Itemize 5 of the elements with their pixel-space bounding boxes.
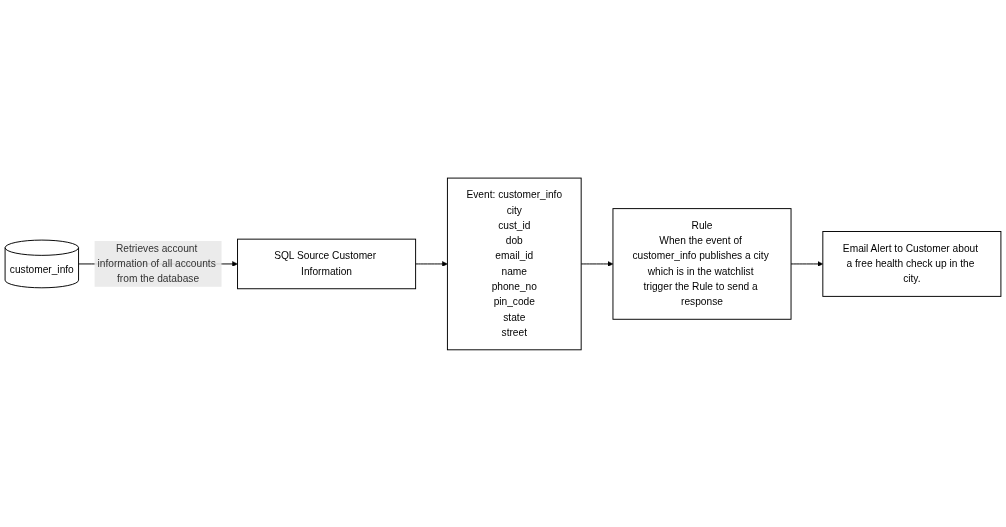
node-box: Rule When the event of customer_info publishes a city which is in the watchlist trigger the Rule to send a response	[612, 207, 792, 320]
edge-label: Retrieves account information of all accounts from the database	[97, 242, 216, 284]
node-box: Email Alert to Customer about a free health check up in the city.	[822, 230, 1002, 297]
node-box: SQL Source Customer Information	[237, 238, 417, 289]
node-box: Event: customer_info city cust_id dob email_id name phone_no pin_code state street	[446, 177, 582, 350]
